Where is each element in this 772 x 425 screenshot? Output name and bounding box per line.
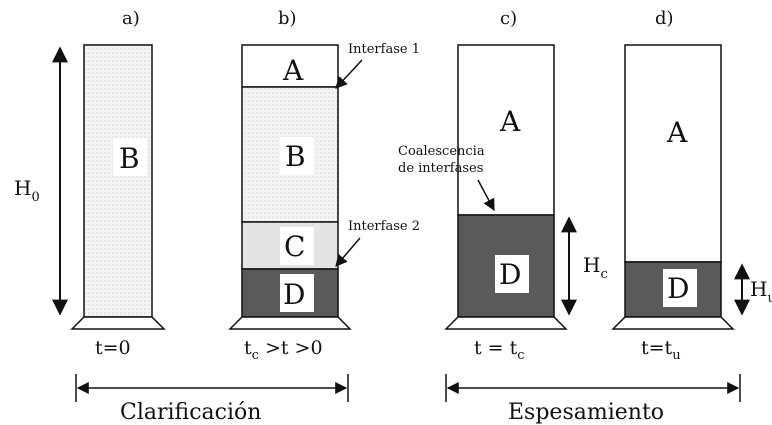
column-b-base — [228, 316, 352, 330]
interfase-1-label: Interfase 1 — [348, 42, 420, 57]
zone-label-bg — [280, 227, 314, 265]
zone-c-A — [457, 44, 555, 216]
coalescencia-label-line1: Coalescencia — [398, 144, 485, 159]
time-label-a: t=0 — [95, 337, 131, 359]
interfase-1-arrow — [335, 59, 363, 89]
time-label-d: t=tu — [641, 337, 681, 363]
panel-label-a: a) — [122, 8, 140, 29]
time-b-t: t — [244, 337, 252, 359]
column-c-base — [444, 316, 568, 330]
panel-label-c: c) — [500, 8, 517, 29]
interfase-2-label: Interfase 2 — [348, 219, 420, 234]
zone-b-C-label: C — [284, 230, 305, 263]
panel-label-d: d) — [655, 8, 674, 29]
time-c-sub: c — [517, 348, 524, 363]
espesamiento-label: Espesamiento — [508, 400, 664, 425]
clarificacion-label: Clarificación — [120, 400, 261, 425]
zone-b-D-label: D — [283, 278, 305, 311]
column-c: A D — [444, 44, 568, 330]
column-d: A D — [611, 44, 735, 330]
zone-d-A — [624, 44, 722, 263]
interfase-2-arrow — [335, 237, 361, 267]
zone-label-bg — [495, 255, 529, 293]
hu-label: Hu — [750, 277, 772, 306]
zone-b-A-label: A — [282, 54, 304, 87]
zone-label-bg — [663, 269, 697, 307]
coalescencia-arrow — [477, 179, 495, 212]
zone-a-B-label: B — [119, 142, 140, 175]
zone-c-D-label: D — [499, 258, 521, 291]
zone-label-bg — [280, 274, 314, 312]
time-d-pre: t=t — [641, 337, 673, 359]
zone-label-bg — [280, 137, 314, 175]
h0-label-base: H — [14, 176, 31, 200]
zone-b-A — [241, 44, 339, 88]
time-label-b: tc >t >0 — [244, 337, 323, 363]
time-d-sub: u — [672, 348, 680, 363]
espesamiento-bracket: Espesamiento — [445, 374, 741, 425]
h0-label: H0 — [14, 176, 40, 205]
column-a-body — [83, 44, 153, 318]
hc-label-sub: c — [600, 267, 607, 282]
h0-label-sub: 0 — [31, 190, 39, 205]
hc-label: Hc — [583, 253, 608, 282]
column-a: B — [70, 44, 166, 330]
time-b-sub: c — [252, 348, 259, 363]
column-b: A B C D — [228, 44, 352, 330]
column-d-base — [611, 316, 735, 330]
hu-label-sub: u — [767, 291, 772, 306]
zone-d-A-label: A — [666, 116, 688, 149]
time-label-c: t = tc — [474, 337, 525, 363]
time-b-rest: >t >0 — [259, 337, 323, 359]
coalescencia-label-line2: de interfases — [398, 161, 483, 176]
panel-label-b: b) — [278, 8, 297, 29]
zone-b-B-label: B — [285, 140, 306, 173]
column-a-base — [70, 316, 166, 330]
zone-d-D-label: D — [667, 272, 689, 305]
zone-c-A-label: A — [499, 105, 521, 138]
time-c-pre: t = t — [474, 337, 518, 359]
zone-label-bg — [113, 138, 147, 176]
clarificacion-bracket: Clarificación — [75, 374, 349, 425]
hc-label-base: H — [583, 253, 600, 277]
hu-label-base: H — [750, 277, 767, 301]
